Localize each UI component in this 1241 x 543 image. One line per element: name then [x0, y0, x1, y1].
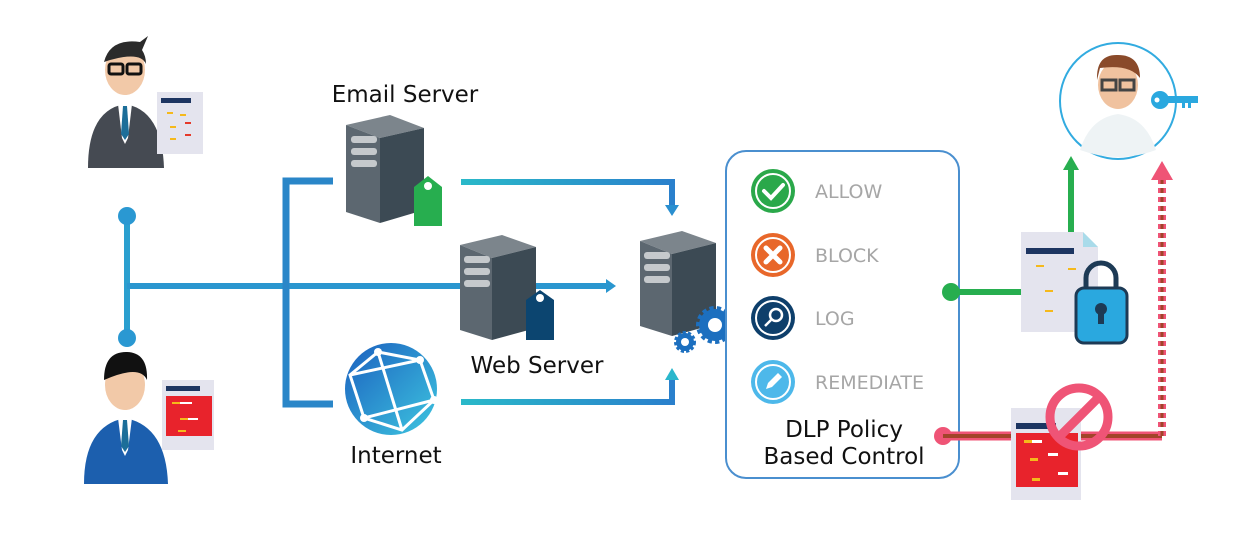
- web-server-icon: [460, 235, 554, 340]
- magnifier-icon: [768, 307, 784, 323]
- allow-path: [942, 156, 1079, 301]
- policy-action-log: LOG: [751, 296, 855, 340]
- check-icon: [762, 183, 785, 201]
- policy-action-allow: ALLOW: [751, 169, 882, 213]
- prohibited-icon: [1045, 383, 1113, 451]
- pencil-icon: [766, 373, 782, 389]
- policy-title-line1: DLP Policy: [785, 417, 903, 443]
- internet-flow-line: [461, 378, 675, 405]
- policy-action-block: BLOCK: [751, 233, 879, 277]
- recipient-avatar: [1059, 42, 1198, 160]
- lock-icon: [1074, 260, 1129, 345]
- encrypted-document-icon: [1021, 232, 1129, 345]
- policy-action-remediate: REMEDIATE: [751, 360, 924, 404]
- blocked-document-icon: [1011, 408, 1081, 500]
- sender-top-avatar: [88, 36, 203, 168]
- sender-bottom-avatar: [84, 352, 214, 484]
- key-icon: [1151, 91, 1198, 109]
- block-label: BLOCK: [815, 245, 879, 267]
- web-server-label: Web Server: [471, 353, 604, 379]
- email-server-icon: [346, 115, 442, 226]
- internet-globe-icon: [345, 343, 438, 435]
- email-server-label: Email Server: [332, 82, 479, 108]
- policy-title-line2: Based Control: [763, 444, 924, 470]
- allow-label: ALLOW: [815, 181, 882, 203]
- internet-label: Internet: [350, 443, 441, 469]
- x-icon: [763, 245, 783, 265]
- email-flow-line: [461, 179, 675, 207]
- remediate-label: REMEDIATE: [815, 372, 924, 394]
- log-label: LOG: [815, 308, 855, 330]
